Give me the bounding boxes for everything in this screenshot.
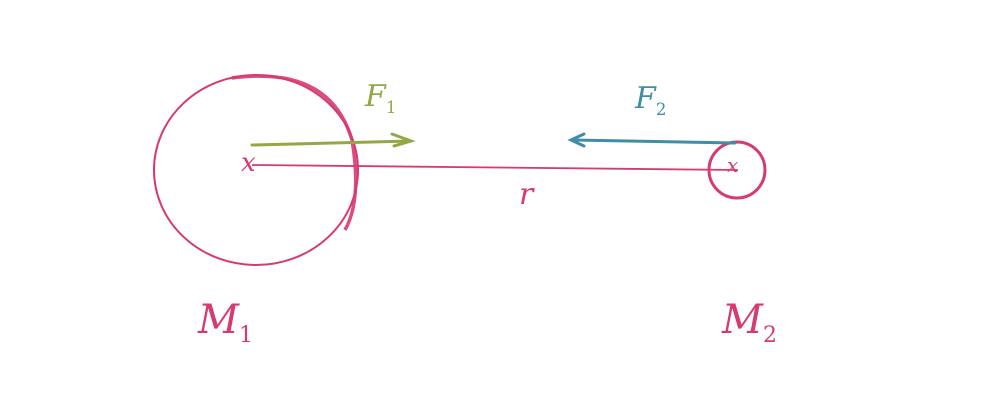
force-1-arrow [250,132,416,148]
mass-2-label: M2 [722,300,777,347]
distance-line [251,164,739,171]
mass-2-subscript: 2 [762,323,777,348]
mass-1-circle [153,74,359,266]
force-1-label: F1 [365,82,396,117]
force-2-label: F2 [635,84,666,119]
mass-1-label: M1 [198,300,253,347]
distance-label: r [519,177,534,212]
force-2-symbol: F [635,81,656,116]
mass-2-symbol: M [722,297,763,343]
mass-1-symbol: M [198,297,239,343]
center-mark-1: x [241,148,256,178]
mass-1-circle-heavy-stroke [231,74,358,231]
force-1-subscript: 1 [385,98,397,117]
force-1-symbol: F [365,79,386,114]
center-mark-2: x [727,153,739,177]
mass-1-subscript: 1 [238,323,253,348]
force-2-arrow [567,132,737,148]
force-2-subscript: 2 [655,100,667,119]
